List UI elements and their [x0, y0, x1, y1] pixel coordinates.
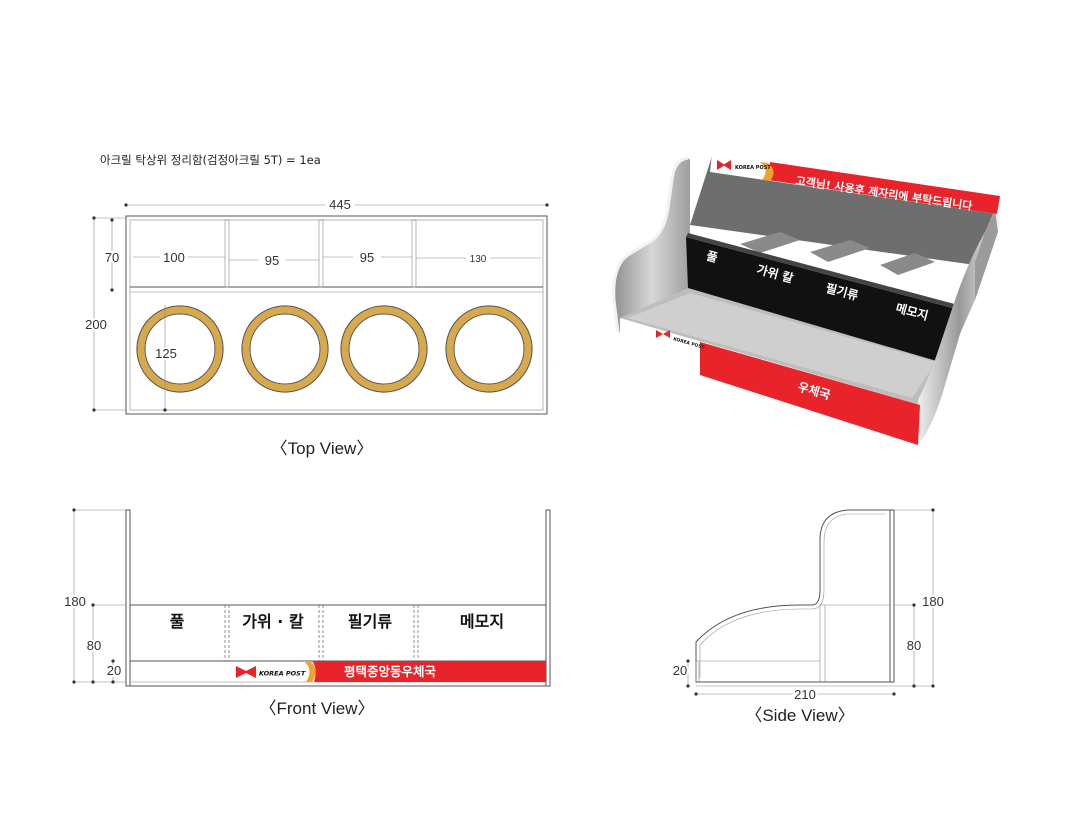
dim-circle: 125: [155, 346, 177, 361]
korea-post-logo-icon: [236, 666, 256, 678]
dim-front-base: 20: [107, 663, 121, 678]
product-render: KOREA POST 고객님! 사용후 제자리에 부탁드립니다 풀 가위 칼 필…: [612, 154, 1001, 445]
dim-front-height: 180: [64, 594, 86, 609]
dim-side-mid: 80: [907, 638, 921, 653]
dim-front-mid: 80: [87, 638, 101, 653]
cup-rings: [136, 305, 533, 393]
drawing-title: 아크릴 탁상위 정리함(검정아크릴 5T) = 1ea: [100, 153, 321, 167]
side-view: 180 80 20 210 〈Side View〉: [671, 508, 946, 725]
compartment-dividers: [224, 605, 419, 661]
front-banner: KOREA POST 평택중앙동우체국: [236, 661, 546, 682]
top-view: 445 200 70 100 95 95 130: [83, 197, 549, 458]
dim-side-base: 20: [673, 663, 687, 678]
dim-c2: 95: [265, 253, 279, 268]
render-logo-icon: [717, 160, 731, 170]
front-view-caption: 〈Front View〉: [260, 699, 375, 718]
front-label-3: 메모지: [460, 612, 504, 631]
front-label-0: 풀: [170, 612, 185, 631]
top-view-caption: 〈Top View〉: [271, 439, 374, 458]
side-view-caption: 〈Side View〉: [745, 706, 854, 725]
render-rail-logo-icon: [656, 330, 670, 338]
dim-top-depth: 70: [105, 250, 119, 265]
front-label-2: 필기류: [348, 612, 392, 631]
dim-top-width: 445: [329, 197, 351, 212]
dim-c1: 100: [163, 250, 185, 265]
dim-side-height: 180: [922, 594, 944, 609]
front-label-1: 가위 · 칼: [242, 612, 304, 631]
front-view: 180 80 20 풀 가위 · 칼 필기류 메모지: [62, 508, 551, 718]
dim-top-height: 200: [85, 317, 107, 332]
front-banner-text: 평택중앙동우체국: [344, 664, 437, 679]
render-logo-text: KOREA POST: [735, 165, 771, 171]
dim-c4: 130: [470, 254, 487, 265]
dim-c3: 95: [360, 250, 374, 265]
front-logo-text: KOREA POST: [259, 670, 306, 678]
render-label-0: 풀: [705, 248, 720, 265]
dim-side-width: 210: [794, 687, 816, 702]
